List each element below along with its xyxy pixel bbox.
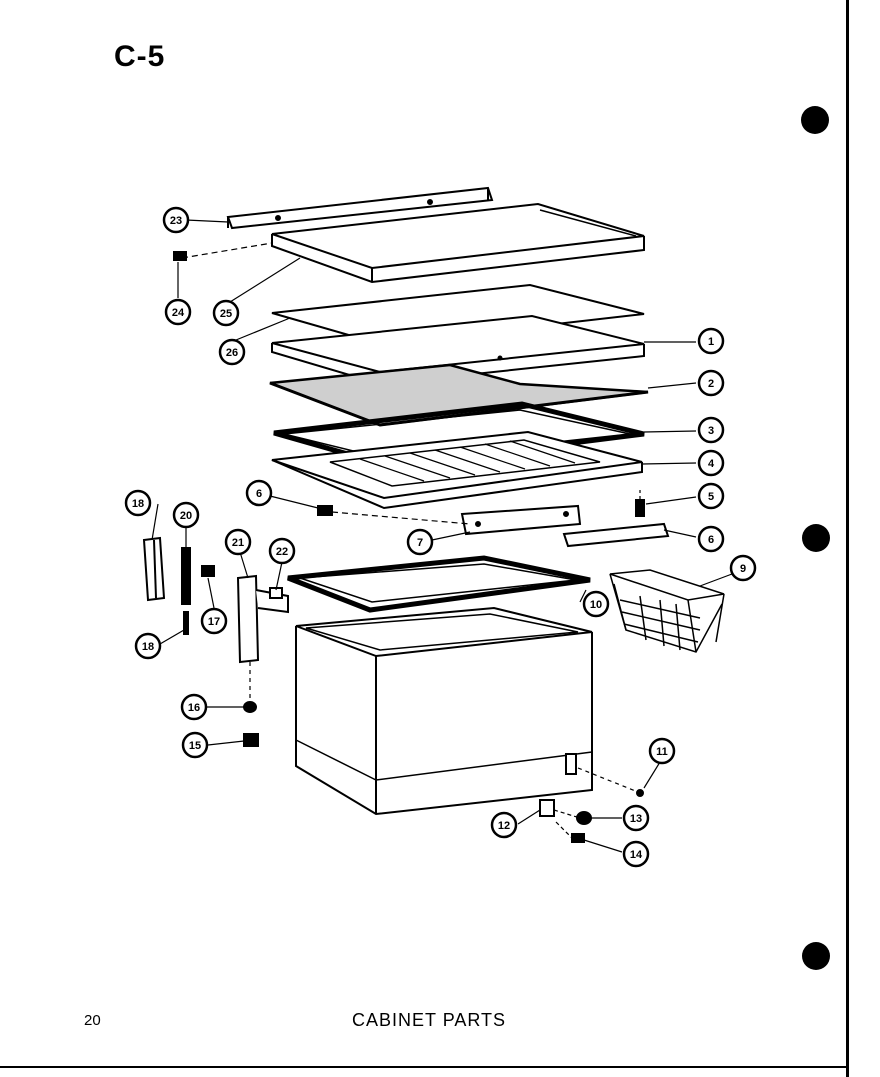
callout-13: 13	[622, 804, 650, 832]
svg-text:1: 1	[708, 336, 714, 348]
svg-text:5: 5	[708, 491, 714, 503]
screw-right	[635, 499, 645, 517]
svg-text:7: 7	[417, 537, 423, 549]
callout-22: 22	[268, 537, 296, 565]
callout-3: 3	[697, 416, 725, 444]
callout-18-bottom: 18	[134, 632, 162, 660]
callout-21: 21	[224, 528, 252, 556]
svg-text:6: 6	[708, 534, 714, 546]
svg-text:17: 17	[208, 616, 220, 628]
cabinet-body	[295, 606, 593, 816]
page-number: 20	[84, 1012, 101, 1029]
svg-text:23: 23	[170, 215, 182, 227]
callout-6-right: 6	[697, 525, 725, 553]
callout-15: 15	[181, 731, 209, 759]
svg-text:10: 10	[590, 599, 602, 611]
lid-insulation	[269, 363, 649, 427]
washer	[243, 701, 257, 713]
callout-1: 1	[697, 327, 725, 355]
drain-plug	[636, 789, 644, 797]
hinge-bracket	[460, 504, 582, 536]
svg-text:26: 26	[226, 347, 238, 359]
latch-bracket	[539, 799, 555, 817]
svg-text:14: 14	[630, 849, 643, 861]
callout-9: 9	[729, 554, 757, 582]
callout-16: 16	[180, 693, 208, 721]
svg-text:12: 12	[498, 820, 510, 832]
hinge-nut	[201, 565, 215, 577]
svg-text:13: 13	[630, 813, 642, 825]
callout-6-left: 6	[245, 479, 273, 507]
punch-hole-top	[801, 106, 829, 134]
svg-text:20: 20	[180, 510, 192, 522]
page-title: C-5	[114, 40, 166, 73]
screw-left	[317, 505, 333, 516]
latch-nut	[576, 811, 592, 825]
callout-24: 24	[164, 298, 192, 326]
frame-bottom-border	[0, 1066, 849, 1068]
lid-inner-panel	[271, 283, 645, 346]
frame-right-border	[846, 0, 849, 1077]
punch-hole-bottom	[802, 942, 830, 970]
callout-10: 10	[582, 590, 610, 618]
svg-text:11: 11	[656, 746, 668, 758]
callout-12: 12	[490, 811, 518, 839]
callout-20: 20	[172, 501, 200, 529]
trim-strip	[562, 522, 670, 548]
punch-hole-middle	[802, 524, 830, 552]
callout-23: 23	[162, 206, 190, 234]
spring-pin	[183, 611, 189, 635]
callout-18-top: 18	[124, 489, 152, 517]
lid-hinge-assembly	[236, 574, 289, 664]
cabinet-gasket	[287, 555, 591, 613]
lid-hinge-rail	[226, 186, 494, 230]
side-channel	[142, 536, 166, 602]
svg-text:18: 18	[142, 641, 154, 653]
svg-text:22: 22	[276, 546, 288, 558]
svg-text:16: 16	[188, 702, 200, 714]
svg-text:6: 6	[256, 488, 262, 500]
callout-17: 17	[200, 607, 228, 635]
svg-text:24: 24	[172, 307, 185, 319]
svg-text:2: 2	[708, 378, 714, 390]
latch-screw	[571, 833, 585, 843]
svg-text:4: 4	[708, 458, 715, 470]
callout-11: 11	[648, 737, 676, 765]
callout-4: 4	[697, 449, 725, 477]
callout-26: 26	[218, 338, 246, 366]
hinge-spring	[181, 547, 191, 605]
hinge-bolt	[243, 733, 259, 747]
callout-14: 14	[622, 840, 650, 868]
callout-25: 25	[212, 299, 240, 327]
callout-5: 5	[697, 482, 725, 510]
svg-text:9: 9	[740, 563, 746, 575]
callout-2: 2	[697, 369, 725, 397]
wire-basket	[609, 569, 725, 653]
svg-text:18: 18	[132, 498, 144, 510]
svg-text:21: 21	[232, 537, 244, 549]
svg-text:3: 3	[708, 425, 714, 437]
page-caption: CABINET PARTS	[352, 1010, 507, 1030]
svg-text:15: 15	[189, 740, 201, 752]
lid-frame	[271, 202, 645, 284]
lid-screw	[173, 251, 187, 261]
coil-pan	[271, 430, 643, 510]
callout-7: 7	[406, 528, 434, 556]
svg-text:25: 25	[220, 308, 232, 320]
